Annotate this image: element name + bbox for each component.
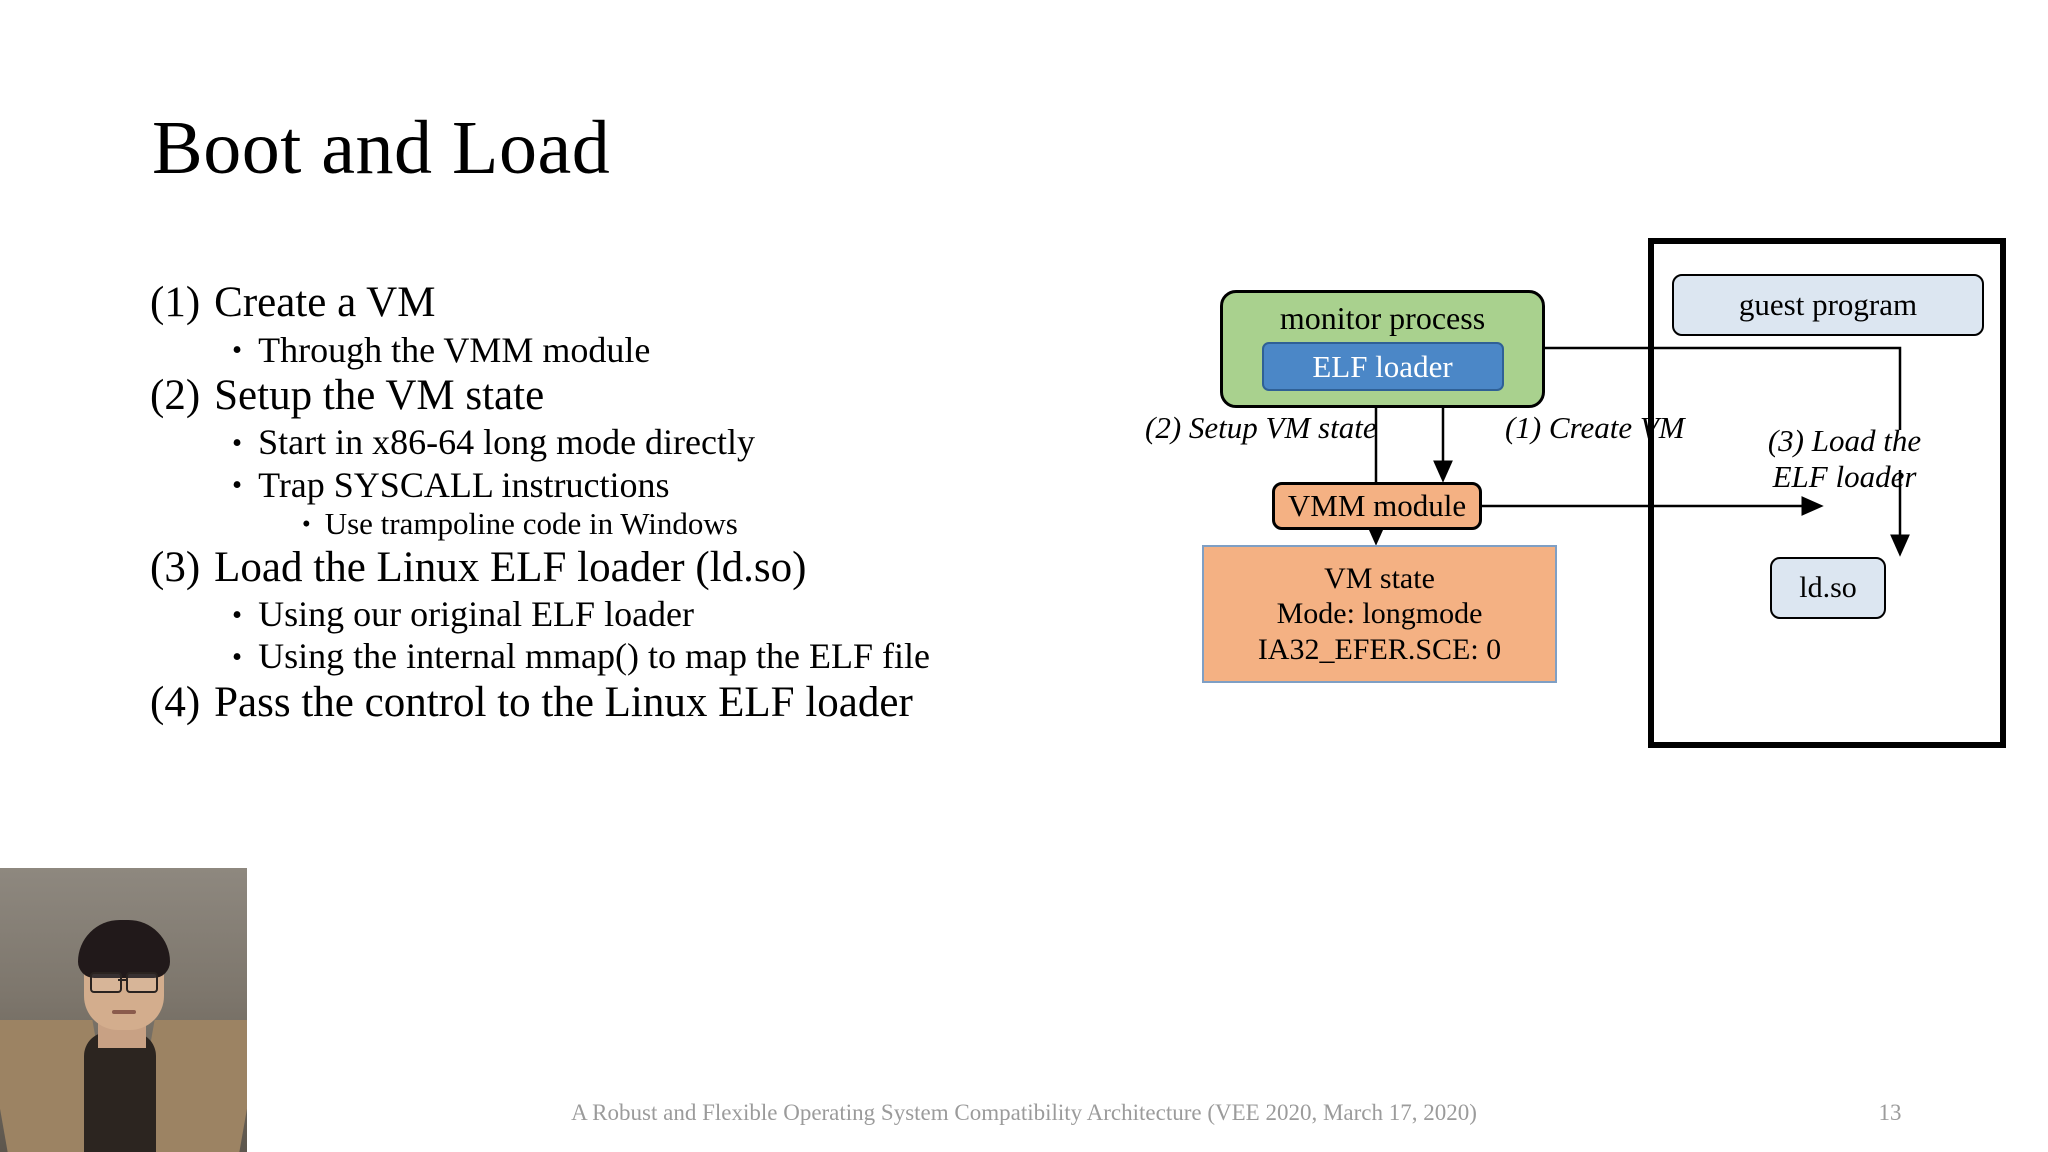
monitor-process-node[interactable]: monitor process ELF loader xyxy=(1220,290,1545,408)
connector-monitor-to-guest xyxy=(1545,346,1902,430)
annotation-load-elf-loader-line1: (3) Load the xyxy=(1767,423,1922,458)
webcam-glasses-right xyxy=(126,972,158,993)
vm-state-efer: IA32_EFER.SCE: 0 xyxy=(1257,632,1502,666)
vmm-module-node[interactable]: VMM module xyxy=(1272,482,1482,530)
bullet-dot-icon: • xyxy=(232,334,243,367)
vm-state-node[interactable]: VM state Mode: longmode IA32_EFER.SCE: 0 xyxy=(1202,545,1557,683)
webcam-glasses-bridge xyxy=(118,979,126,981)
bullet-dot-icon: • xyxy=(302,510,311,538)
annotation-create-vm: (1) Create VM xyxy=(1505,410,1685,445)
page-title: Boot and Load xyxy=(152,106,611,190)
list-item-marker: (3) xyxy=(150,543,201,591)
list-item-label: Setup the VM state xyxy=(214,371,545,419)
page-number: 13 xyxy=(1878,1100,1902,1125)
architecture-diagram: monitor process ELF loader VMM module VM… xyxy=(1145,238,2030,920)
list-item-marker: (4) xyxy=(150,678,201,726)
annotation-load-elf-loader-line2: ELF loader xyxy=(1772,458,1917,494)
list-item-label: Load the Linux ELF loader (ld.so) xyxy=(214,543,807,591)
annotation-setup-vm-state: (2) Setup VM state xyxy=(1145,410,1377,445)
bullet-dot-icon: • xyxy=(232,427,243,460)
list-item-label: Use trampoline code in Windows xyxy=(324,505,738,541)
list-item: (3) Load the Linux ELF loader (ld.so) xyxy=(150,543,1190,594)
webcam-shirt xyxy=(84,1032,156,1152)
list-item: • Using the internal mmap() to map the E… xyxy=(232,635,1190,677)
ld-so-node[interactable]: ld.so xyxy=(1770,557,1886,619)
webcam-glasses-left xyxy=(90,972,122,993)
list-item-marker: (2) xyxy=(150,371,201,419)
list-item-label: Start in x86-64 long mode directly xyxy=(258,422,756,463)
list-item: • Using our original ELF loader xyxy=(232,593,1190,635)
list-item: • Start in x86-64 long mode directly xyxy=(232,421,1190,463)
list-item: • Use trampoline code in Windows xyxy=(302,506,1190,543)
monitor-process-label: monitor process xyxy=(1279,300,1486,336)
list-item-label: Pass the control to the Linux ELF loader xyxy=(214,678,913,726)
vm-state-title: VM state xyxy=(1324,561,1435,595)
vm-state-mode: Mode: longmode xyxy=(1276,597,1483,631)
list-item-marker: (1) xyxy=(150,279,201,326)
annotation-load-elf-loader: (3) Load the ELF loader xyxy=(1737,423,1952,495)
list-item: (2) Setup the VM state xyxy=(150,371,1190,422)
webcam-hair xyxy=(78,920,170,978)
list-item: (4) Pass the control to the Linux ELF lo… xyxy=(150,678,1190,729)
bullet-dot-icon: • xyxy=(232,598,243,631)
guest-program-node[interactable]: guest program xyxy=(1672,274,1984,336)
presenter-webcam-thumbnail xyxy=(0,868,247,1152)
list-item-label: Create a VM xyxy=(214,279,436,326)
bullet-list: (1) Create a VM • Through the VMM module… xyxy=(150,278,1190,728)
webcam-mouth xyxy=(112,1010,136,1014)
list-item: • Through the VMM module xyxy=(232,329,1190,371)
bullet-dot-icon: • xyxy=(232,469,243,502)
bullet-dot-icon: • xyxy=(232,641,243,674)
list-item: (1) Create a VM xyxy=(150,278,1190,329)
footer-citation: A Robust and Flexible Operating System C… xyxy=(571,1100,1477,1125)
elf-loader-node[interactable]: ELF loader xyxy=(1261,342,1504,392)
guest-vm-container xyxy=(1648,238,2006,748)
list-item: • Trap SYSCALL instructions xyxy=(232,464,1190,506)
list-item-label: Through the VMM module xyxy=(258,329,651,370)
list-item-label: Using the internal mmap() to map the ELF… xyxy=(258,636,930,677)
list-item-label: Trap SYSCALL instructions xyxy=(258,464,670,505)
list-item-label: Using our original ELF loader xyxy=(258,594,695,635)
